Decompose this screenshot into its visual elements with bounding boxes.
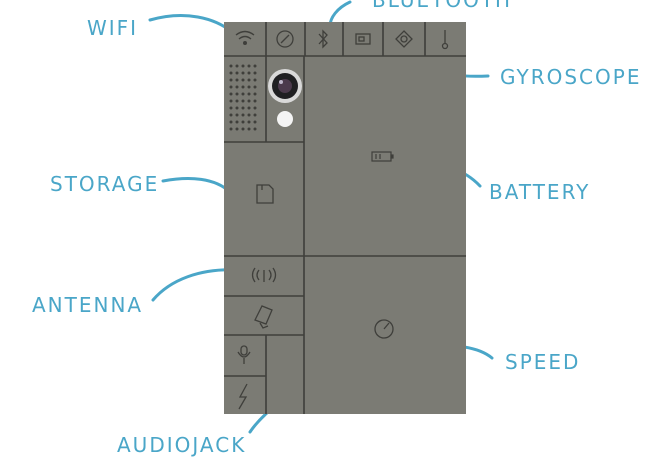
sd-card-icon	[256, 184, 274, 204]
speaker-hole	[253, 127, 257, 131]
microphone-icon	[237, 345, 251, 364]
speaker-hole	[241, 127, 245, 131]
label-gyroscope: GYROSCOPE	[500, 65, 642, 89]
flash-icon	[277, 111, 293, 127]
speaker-hole	[229, 92, 233, 96]
antenna-icon	[251, 267, 277, 283]
speaker-hole	[241, 92, 245, 96]
card-icon	[355, 33, 371, 45]
speaker-hole	[235, 113, 239, 117]
speaker-hole	[247, 85, 251, 89]
label-wifi: WIFI	[87, 16, 139, 40]
speaker-hole	[241, 106, 245, 110]
speaker-hole	[235, 99, 239, 103]
speaker-hole	[229, 106, 233, 110]
speaker-hole	[253, 64, 257, 68]
label-audiojack: AUDIOJACK	[117, 433, 247, 457]
label-antenna: ANTENNA	[32, 293, 144, 317]
speaker-hole	[253, 78, 257, 82]
wifi-icon	[235, 30, 255, 46]
speaker-hole	[247, 92, 251, 96]
speaker-hole	[253, 92, 257, 96]
bluetooth-icon	[318, 29, 328, 49]
speaker-hole	[235, 71, 239, 75]
label-speed: SPEED	[505, 350, 581, 374]
speaker-hole	[235, 85, 239, 89]
speaker-hole	[247, 64, 251, 68]
speaker-hole	[241, 99, 245, 103]
speaker-hole	[241, 120, 245, 124]
speaker-hole	[235, 78, 239, 82]
speaker-hole	[229, 113, 233, 117]
speaker-hole	[241, 113, 245, 117]
compass-icon	[276, 30, 294, 48]
speaker-hole	[229, 78, 233, 82]
speaker-hole	[235, 106, 239, 110]
thermometer-icon	[441, 30, 449, 50]
speaker-hole	[229, 85, 233, 89]
gyroscope-icon	[395, 30, 413, 48]
speaker-hole	[229, 64, 233, 68]
speaker-hole	[253, 85, 257, 89]
label-storage: STORAGE	[50, 172, 160, 196]
speaker-hole	[241, 64, 245, 68]
speaker-hole	[235, 64, 239, 68]
speaker-hole	[229, 127, 233, 131]
speaker-hole	[253, 106, 257, 110]
phone-body	[224, 22, 466, 414]
lightning-icon	[238, 383, 248, 410]
speaker-grille-icon	[229, 64, 257, 131]
speaker-hole	[247, 127, 251, 131]
speaker-hole	[241, 85, 245, 89]
speaker-hole	[247, 99, 251, 103]
speaker-hole	[253, 120, 257, 124]
speaker-hole	[247, 78, 251, 82]
speaker-hole	[253, 71, 257, 75]
speedometer-icon	[374, 319, 394, 339]
speaker-hole	[229, 99, 233, 103]
camera-lens-icon	[268, 69, 302, 103]
speaker-hole	[247, 113, 251, 117]
speaker-hole	[253, 99, 257, 103]
label-bluetooth: BLUETOOTH	[372, 0, 513, 12]
label-battery: BATTERY	[489, 180, 591, 204]
speaker-hole	[235, 127, 239, 131]
module-icon	[254, 305, 273, 329]
wifi-leader	[148, 14, 234, 34]
speaker-hole	[229, 71, 233, 75]
speaker-hole	[253, 113, 257, 117]
speaker-hole	[241, 71, 245, 75]
speaker-hole	[235, 120, 239, 124]
speaker-hole	[247, 71, 251, 75]
storage-leader	[161, 177, 232, 194]
battery-icon	[371, 151, 394, 162]
speaker-hole	[247, 106, 251, 110]
speaker-hole	[247, 120, 251, 124]
speaker-hole	[235, 92, 239, 96]
speaker-hole	[241, 78, 245, 82]
speaker-hole	[229, 120, 233, 124]
